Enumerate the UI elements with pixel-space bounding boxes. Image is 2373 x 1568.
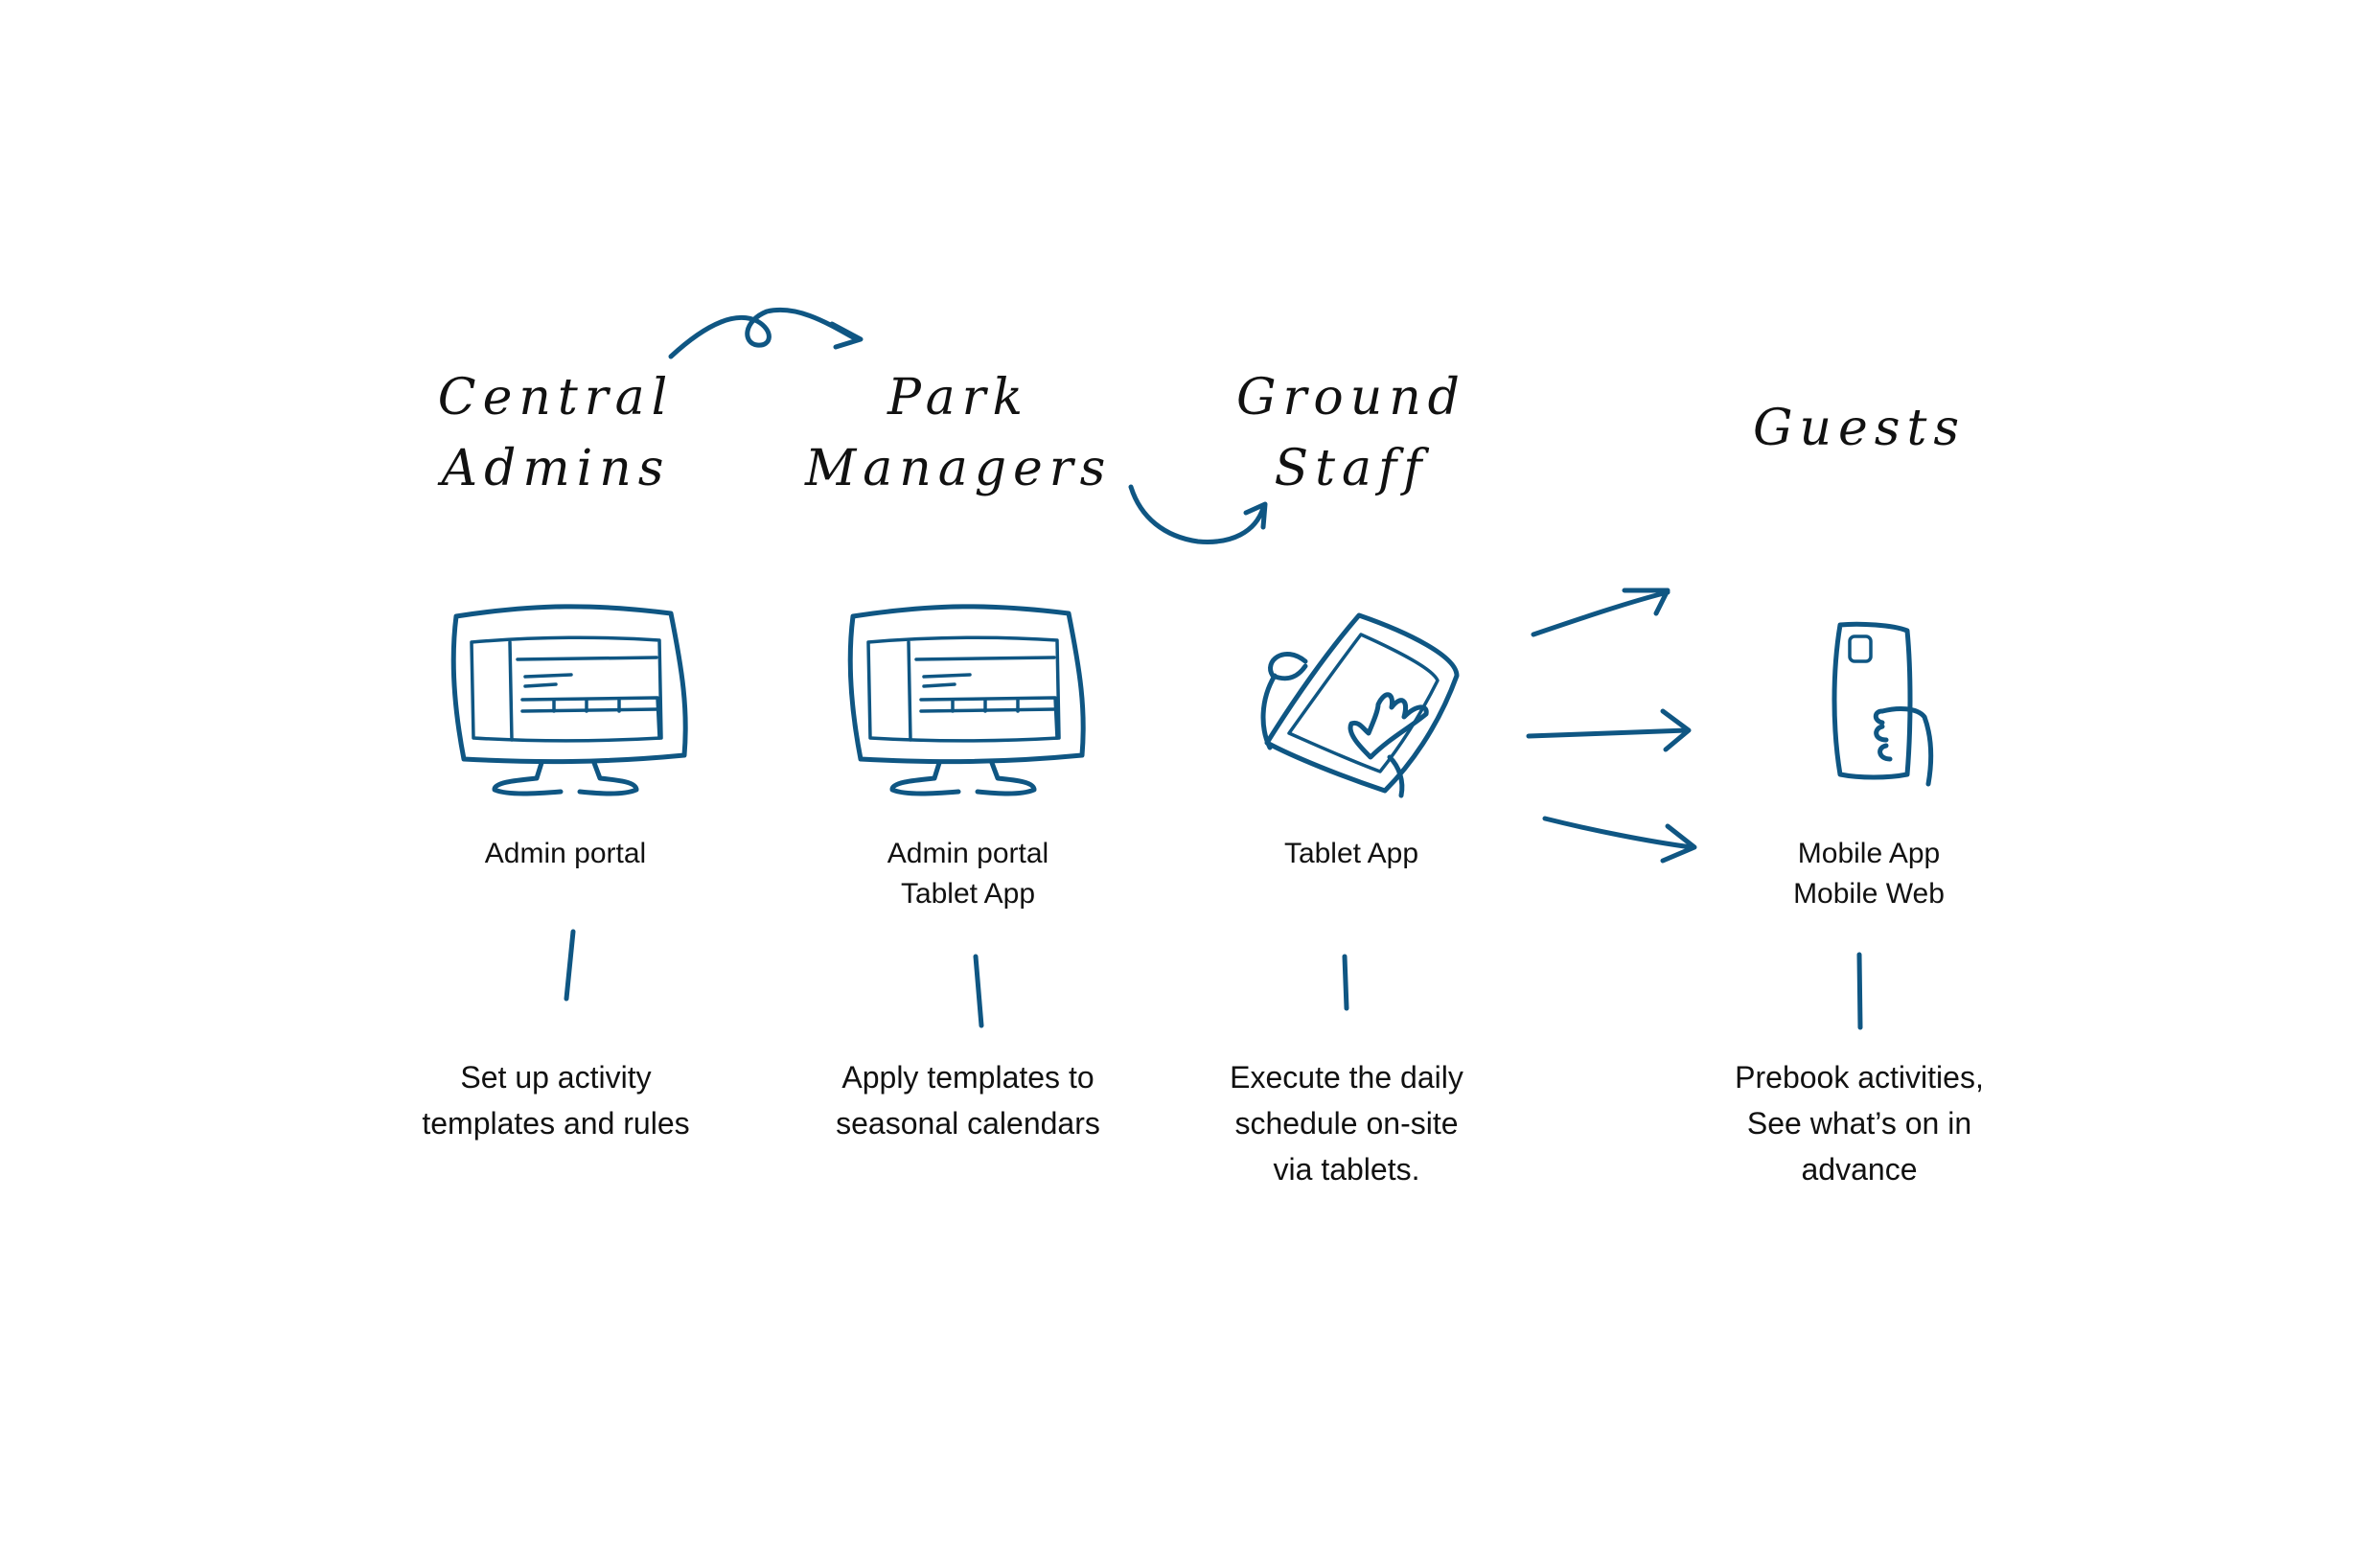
connector-line <box>564 929 576 1002</box>
connector-line <box>1342 954 1349 1011</box>
curve-arrow-managers-to-staff <box>1128 484 1268 544</box>
description-text: Apply templates to seasonal calendars <box>836 1060 1100 1141</box>
desktop-monitor-icon <box>847 604 1086 796</box>
channel-label: Admin portal Tablet App <box>887 838 1049 910</box>
channel-label: Admin portal <box>484 838 647 869</box>
connector-lines <box>564 929 1863 1030</box>
loop-arrow-admins-to-managers <box>668 307 864 359</box>
channel-label: Tablet App <box>1283 838 1419 869</box>
phone-in-hand-icon <box>1832 621 1934 787</box>
role-park-managers: Park Managers <box>805 369 1113 497</box>
description-text: Execute the daily schedule on-site via t… <box>1230 1060 1463 1187</box>
connector-line <box>1856 952 1863 1030</box>
connector-line <box>973 954 984 1028</box>
arrows-staff-to-guests <box>1526 588 1697 864</box>
role-guests: Guests <box>1752 400 1967 457</box>
tablet-in-hands-icon <box>1260 612 1460 798</box>
role-central-admins: Central Admins <box>437 369 675 497</box>
description-text: Set up activity templates and rules <box>422 1060 690 1141</box>
description-text: Prebook activities, See what’s on in adv… <box>1735 1060 1984 1187</box>
channel-label: Mobile App Mobile Web <box>1793 838 1945 910</box>
desktop-monitor-icon <box>450 604 688 796</box>
role-ground-staff: Ground Staff <box>1236 369 1466 497</box>
